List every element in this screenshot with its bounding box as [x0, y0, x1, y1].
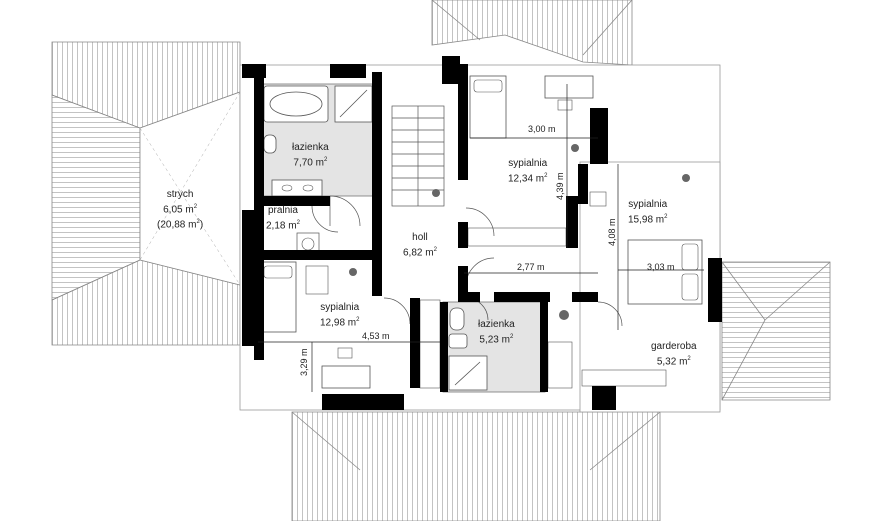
- area-unit-sup: 2: [509, 334, 514, 340]
- area-close-paren: ): [199, 219, 204, 231]
- room-label-lazienka-bottom: łazienka 5,23 m2: [478, 319, 515, 346]
- room-area-total: (20,88 m: [157, 219, 197, 231]
- bed-top-room: [469, 75, 507, 139]
- bed-right-room: [627, 239, 703, 305]
- room-area: 6,05 m: [163, 204, 194, 216]
- room-area: 2,18 m: [266, 220, 297, 232]
- room-label-sypialnia-top: sypialnia 12,34 m2: [508, 158, 547, 185]
- area-unit-sup: 2: [296, 220, 300, 226]
- roof-left: [51, 41, 241, 346]
- room-name: sypialnia: [628, 199, 668, 210]
- dimension-3-29: 3,29 m: [299, 348, 309, 376]
- roof-top: [431, 0, 633, 66]
- area-unit-sup: 2: [664, 214, 668, 220]
- area-unit-sup: 2: [544, 173, 548, 179]
- area-unit-sup: 2: [433, 247, 437, 253]
- area-unit-sup: 2: [193, 204, 198, 210]
- room-name: sypialnia: [508, 158, 548, 169]
- shower-bottom: [448, 355, 488, 391]
- walls-exterior: [242, 56, 722, 410]
- dimension-3-03: 3,03 m: [647, 262, 675, 272]
- plant-icons: [349, 144, 690, 320]
- room-area: 6,82 m: [403, 247, 434, 259]
- room-area: 15,98 m: [628, 214, 665, 226]
- desk-top-room: [544, 75, 594, 111]
- washing-machine: [296, 232, 320, 256]
- area-unit-sup: 2: [687, 356, 691, 362]
- room-name: łazienka: [478, 319, 515, 330]
- room-name: łazienka: [292, 142, 329, 153]
- area-unit-sup: 2: [323, 157, 328, 163]
- room-area: 7,70 m: [293, 157, 324, 169]
- room-label-sypialnia-left: sypialnia 12,98 m2: [320, 302, 359, 329]
- bathtub-top: [263, 85, 329, 123]
- room-label-garderoba: garderoba 5,32 m2: [651, 341, 697, 368]
- area-unit-sup: 2: [356, 317, 360, 323]
- sink-bottom: [448, 333, 468, 349]
- area-unit-sup: 2: [196, 219, 200, 226]
- toilet-bottom: [449, 307, 465, 331]
- room-name: pralnia: [267, 205, 298, 216]
- dimension-4-08: 4,08 m: [607, 218, 617, 246]
- room-name: strych: [166, 189, 194, 200]
- roof-right: [721, 261, 831, 401]
- room-label-holl: holl 6,82 m2: [403, 232, 437, 259]
- room-label-sypialnia-right: sypialnia 15,98 m2: [628, 199, 667, 226]
- dimension-3-00: 3,00 m: [528, 124, 556, 134]
- dimension-4-39: 4,39 m: [555, 172, 565, 200]
- dimension-4-53: 4,53 m: [362, 331, 390, 341]
- room-area: 5,23 m: [479, 334, 510, 346]
- shower-top: [334, 85, 373, 123]
- desk-left-room: [321, 347, 371, 389]
- room-label-strych: strych 6,05 m2 (20,88 m2): [157, 189, 203, 232]
- double-sink: [271, 179, 323, 197]
- bed-left-room: [259, 261, 297, 333]
- room-label-pralnia: pralnia 2,18 m2: [266, 205, 300, 232]
- room-name: sypialnia: [320, 302, 360, 313]
- roof-bottom: [291, 411, 661, 521]
- chair-right-room: [589, 191, 607, 207]
- dimension-2-77: 2,77 m: [517, 262, 545, 272]
- dimension-lines: [258, 84, 704, 392]
- room-label-lazienka-top: łazienka 7,70 m2: [292, 142, 329, 169]
- room-area: 12,34 m: [508, 173, 545, 185]
- room-name: holl: [412, 232, 428, 243]
- walls-interior: [254, 64, 598, 392]
- toilet-top: [263, 134, 277, 154]
- doors: [311, 195, 623, 327]
- room-area: 5,32 m: [656, 356, 688, 368]
- room-area: 12,98 m: [320, 317, 357, 329]
- room-name: garderoba: [651, 341, 697, 352]
